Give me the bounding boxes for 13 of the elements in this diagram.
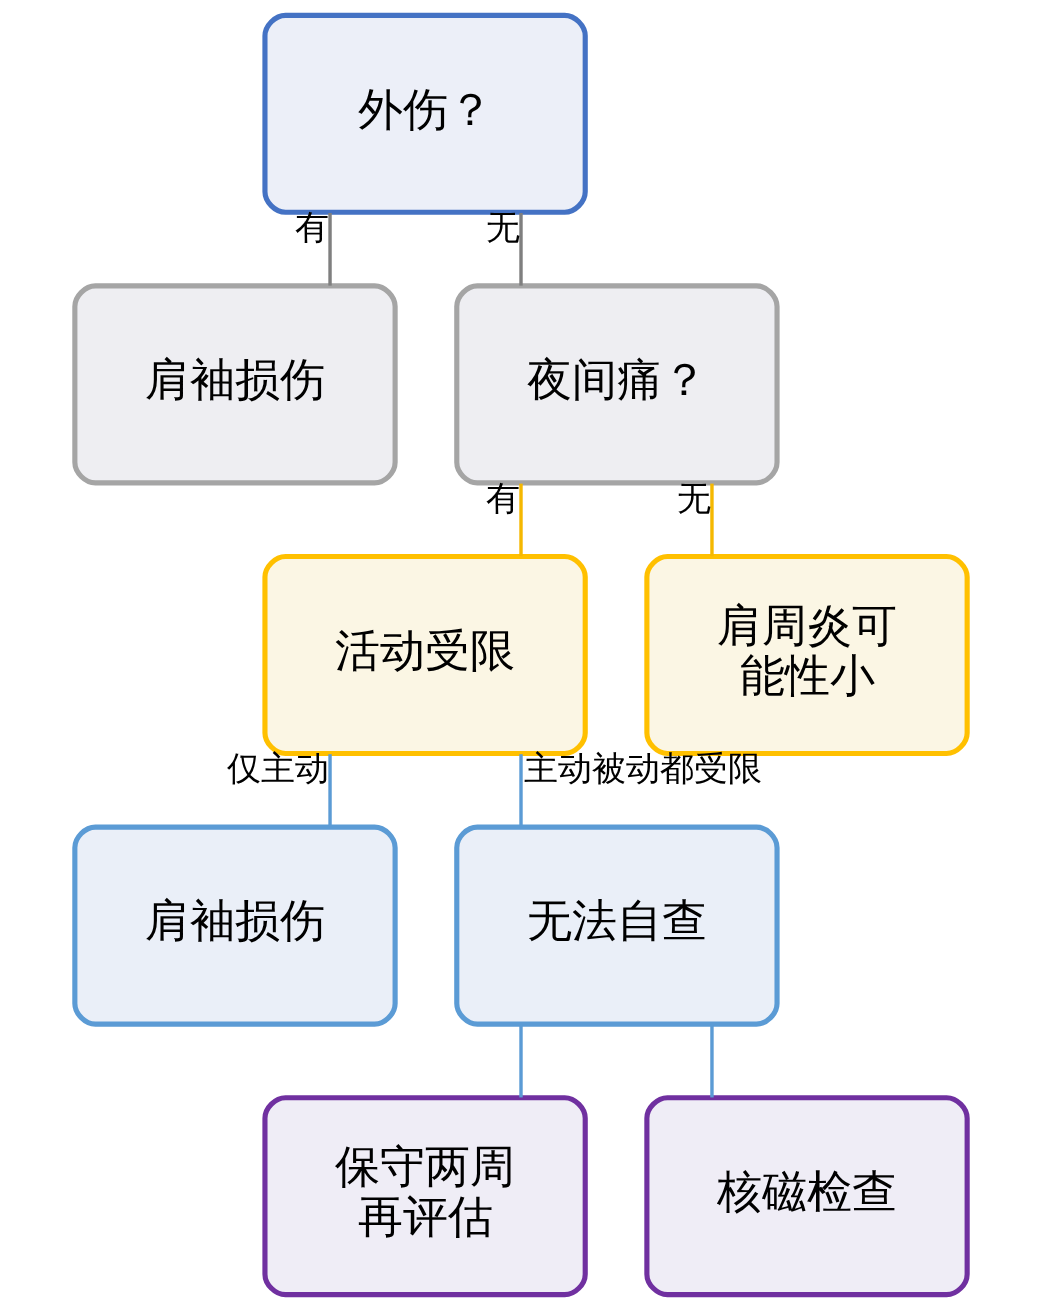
connector bbox=[328, 754, 332, 827]
connector bbox=[519, 213, 523, 286]
connector bbox=[519, 754, 523, 827]
connector bbox=[710, 483, 714, 557]
connector bbox=[328, 213, 332, 286]
node-box: 核磁检查 bbox=[644, 1095, 970, 1298]
node-box: 肩袖损伤 bbox=[72, 283, 398, 486]
connector bbox=[519, 483, 523, 557]
connector bbox=[710, 1024, 714, 1098]
node-box: 保守两周再评估 bbox=[262, 1095, 588, 1298]
node-box: 无法自查 bbox=[454, 824, 780, 1027]
node-box: 肩袖损伤 bbox=[72, 824, 398, 1027]
connector bbox=[519, 1024, 523, 1098]
